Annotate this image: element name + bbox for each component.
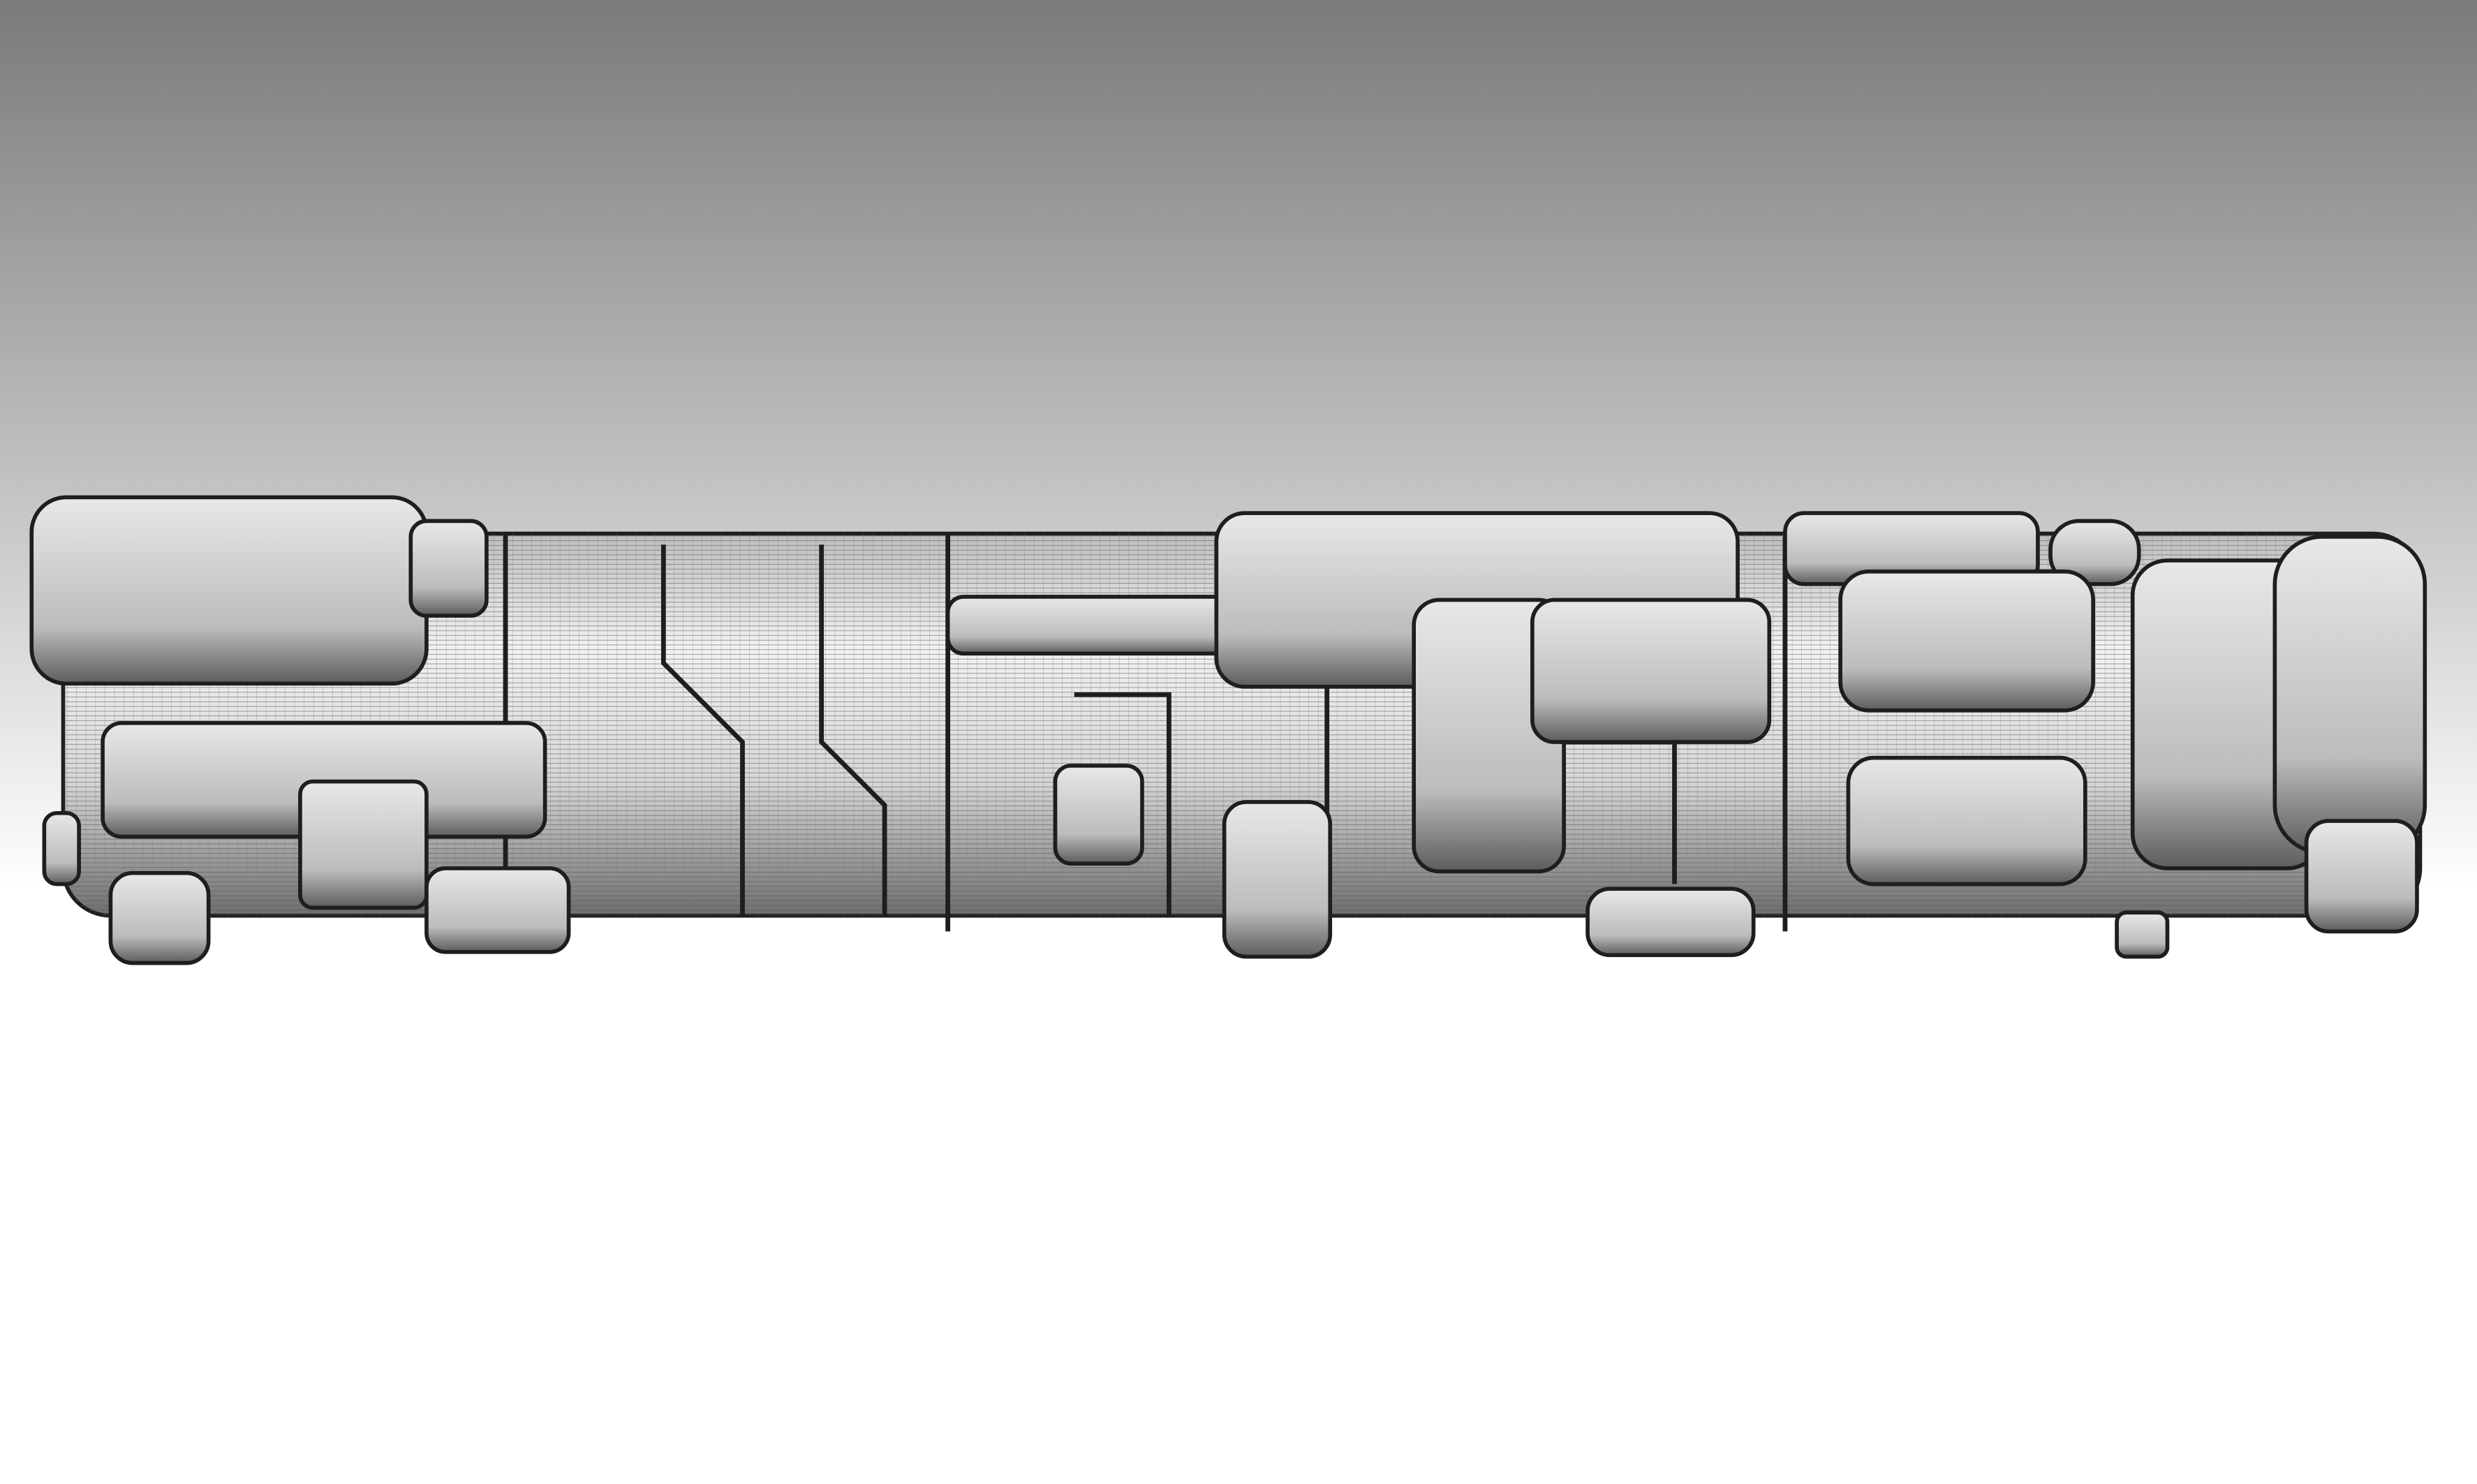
hull-front-upper-block-cap xyxy=(408,519,489,618)
hull-pod xyxy=(2304,819,2419,934)
hull-rear-dome xyxy=(2048,519,2141,586)
hull-pod xyxy=(1585,886,1756,958)
hull-pod xyxy=(1222,800,1333,959)
hull-rear-side-block xyxy=(1838,569,2095,713)
hull-pod xyxy=(108,870,211,965)
hull-pod xyxy=(424,866,571,954)
hull-wireframe-texture xyxy=(63,533,2420,916)
hull-front-upper-block xyxy=(29,495,429,686)
hull-nose-nub xyxy=(42,810,81,886)
hull-pod xyxy=(2115,910,2170,959)
hull-pod xyxy=(1053,764,1144,866)
spaceship xyxy=(29,495,2427,965)
hull-mid-bracket xyxy=(1530,598,1772,744)
hull-front-side-plate xyxy=(298,779,429,910)
hull-rear-lower-block xyxy=(1846,755,2087,886)
hull-rear-engine-cap xyxy=(2272,535,2427,855)
